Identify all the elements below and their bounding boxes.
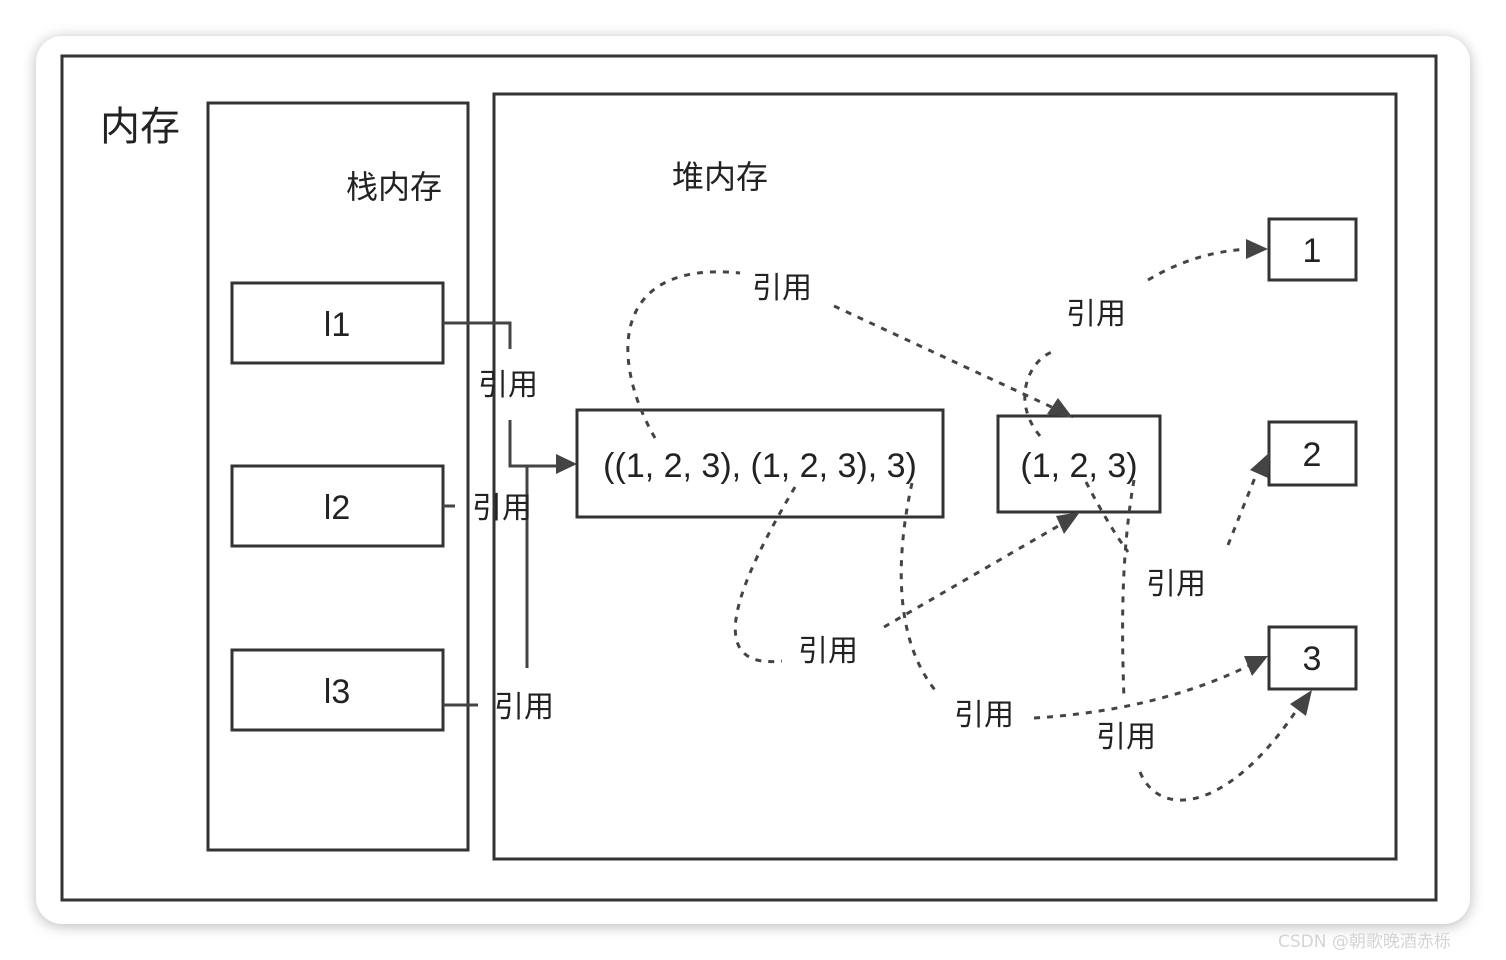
arrow-outer-1 <box>1056 512 1080 534</box>
ref-inner-0-to-1 <box>1023 350 1053 437</box>
arrow-inner-2 <box>1290 690 1312 716</box>
ref-inner-2-to-3-tail <box>1138 704 1302 802</box>
stack-frame <box>206 101 470 852</box>
arrow-inner-1 <box>1250 452 1270 478</box>
ref-label-inner-0: 引用 <box>1066 297 1126 332</box>
ref-label-outer-0: 引用 <box>752 271 812 306</box>
arrow-outer-0 <box>1047 398 1073 418</box>
ref-outer-0-to-inner <box>626 270 741 439</box>
memory-title: 内存 <box>100 104 180 150</box>
link-l1 <box>443 321 512 349</box>
ref-inner-1-to-2 <box>1084 481 1130 553</box>
ref-outer-2-to-3-tail <box>1033 663 1251 720</box>
memory-frame <box>60 54 1438 902</box>
arrow-to-outer-tuple <box>556 454 577 474</box>
ref-label-inner-2: 引用 <box>1096 720 1156 755</box>
arrow-inner-0 <box>1246 239 1268 259</box>
ref-outer-0-to-inner-tail <box>833 304 1059 412</box>
outer-tuple-box <box>575 408 945 519</box>
value-3: 3 <box>1303 640 1322 678</box>
ref-label-l3: 引用 <box>494 690 554 725</box>
value-2: 2 <box>1303 436 1322 474</box>
diagram-card <box>36 36 1470 924</box>
stack-var-box-l3 <box>230 648 445 732</box>
watermark: CSDN @朝歌晚酒赤栎 <box>1278 932 1451 952</box>
value-1: 1 <box>1303 232 1322 270</box>
ref-outer-1-to-inner <box>733 486 797 664</box>
ref-inner-2-to-3 <box>1121 479 1136 701</box>
arrow-outer-2 <box>1244 656 1268 676</box>
stack-title: 栈内存 <box>346 168 442 206</box>
outer-tuple-text: ((1, 2, 3), (1, 2, 3), 3) <box>603 447 917 485</box>
ref-label-outer-1: 引用 <box>798 634 858 669</box>
ref-label-inner-1: 引用 <box>1146 567 1206 602</box>
value-box-3 <box>1267 625 1358 691</box>
ref-outer-2-to-3 <box>899 482 937 691</box>
ref-label-l1: 引用 <box>478 368 538 403</box>
heap-title: 堆内存 <box>672 158 768 196</box>
inner-tuple-box <box>996 414 1162 514</box>
ref-label-outer-2: 引用 <box>954 698 1014 733</box>
value-box-1 <box>1267 217 1358 282</box>
ref-inner-0-to-1-tail <box>1147 247 1253 282</box>
ref-inner-1-to-2-tail <box>1226 469 1260 546</box>
link-l1-lower <box>508 420 560 468</box>
stack-var-l3: l3 <box>324 673 350 711</box>
ref-outer-1-to-inner-tail <box>883 520 1066 629</box>
inner-tuple-text: (1, 2, 3) <box>1020 447 1137 485</box>
stack-var-l1: l1 <box>324 306 350 344</box>
heap-frame <box>492 92 1398 861</box>
ref-label-l2: 引用 <box>472 491 532 526</box>
stack-var-l2: l2 <box>324 489 350 527</box>
